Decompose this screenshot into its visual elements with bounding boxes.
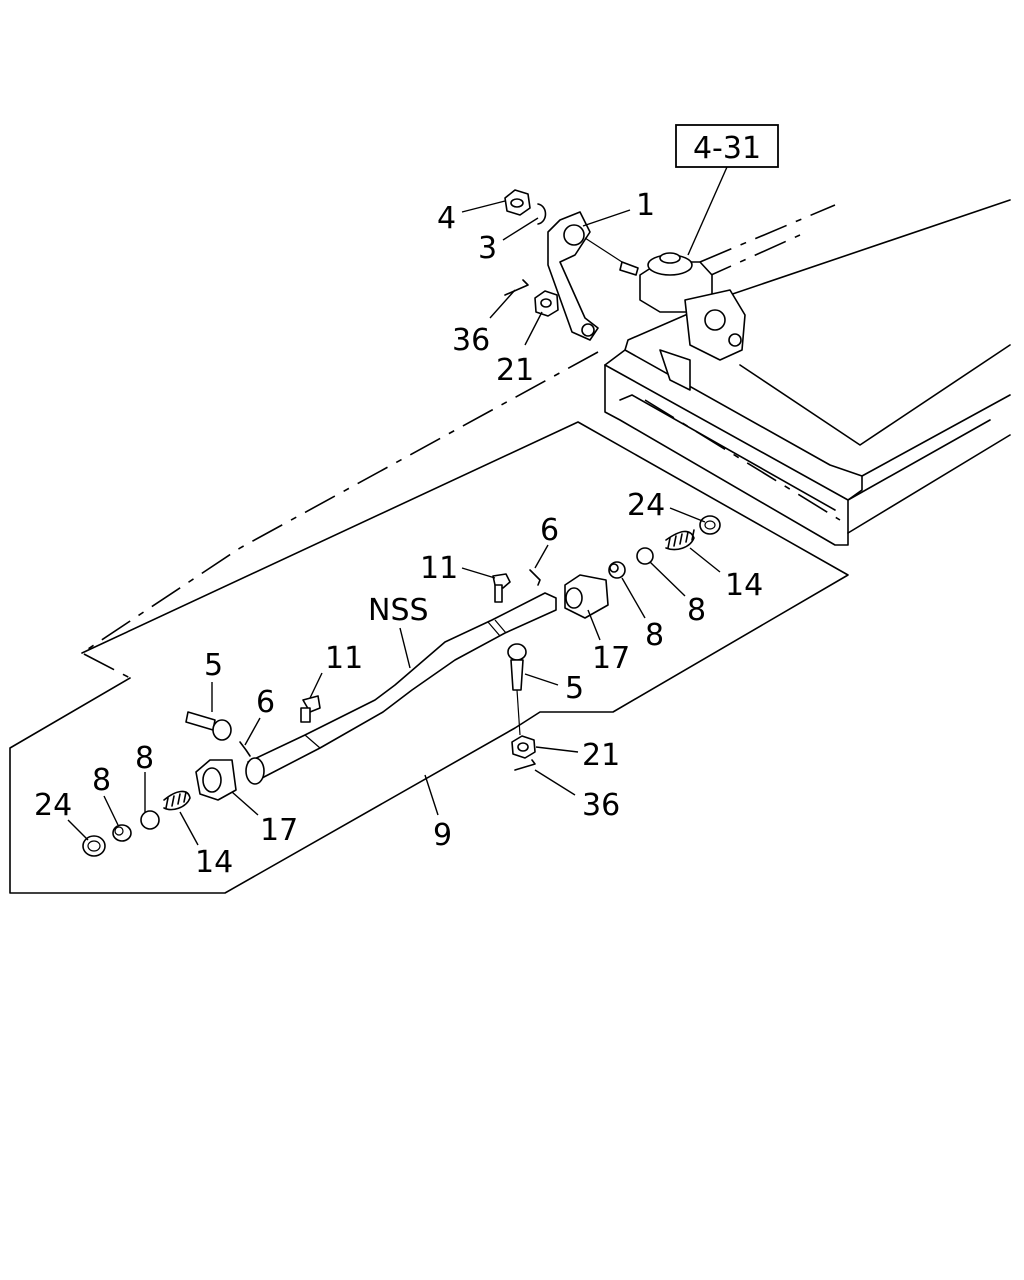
upper-callouts: 1 4 3 36 21 [437,188,655,388]
callout-4: 4 [437,201,456,236]
callout-24-right: 24 [627,488,665,523]
callout-36-upper: 36 [452,323,490,358]
grease-nipple-11-left [300,695,321,723]
washer-3 [537,203,547,225]
reference-box: 4-31 [675,124,779,256]
plug-8-right-a [608,561,626,579]
lower-callouts: 5 6 11 8 8 24 17 14 9 [34,641,452,880]
callout-5-left: 5 [204,648,223,683]
frame-rail [604,199,1011,546]
panel-outline [9,351,849,894]
socket-17-right [564,574,609,619]
callout-1: 1 [636,188,655,223]
plug-8-left-b [140,810,160,830]
socket-17-left [195,759,237,801]
plug-8-right-b [636,547,654,565]
callout-8-right-b: 8 [687,593,706,628]
ball-stud-5-left [185,711,232,741]
spring-14-right [665,529,695,551]
pitman-arm [547,211,623,341]
cotter-pin-6-middle [529,569,541,586]
callout-3: 3 [478,231,497,266]
callout-17-right: 17 [592,641,630,676]
callout-5-middle: 5 [565,671,584,706]
callout-21-upper: 21 [496,353,534,388]
callout-6-left: 6 [256,685,275,720]
callout-17-left: 17 [260,813,298,848]
cotter-pin-36-upper [504,279,529,296]
callout-8-right-a: 8 [645,618,664,653]
callout-11-middle: 11 [420,551,458,586]
callout-8-left-a: 8 [92,763,111,798]
ball-stud-5-middle [507,643,527,736]
callout-21-lower: 21 [582,738,620,773]
drag-link-tube [245,592,557,785]
cap-24-right [699,515,721,535]
spring-14-left [163,790,191,811]
callout-6-middle: 6 [540,513,559,548]
cotter-pin-6-left [239,741,251,757]
callout-9: 9 [433,818,452,853]
plug-8-left-a [112,824,132,842]
callout-11-left: 11 [325,641,363,676]
nut-4 [504,189,531,216]
callout-36-lower: 36 [582,788,620,823]
reference-box-label: 4-31 [693,131,761,166]
nut-21-lower [511,735,536,759]
callout-8-left-b: 8 [135,741,154,776]
grease-nipple-11-middle [492,573,511,603]
steering-gear-box [619,252,746,391]
middle-callouts: 24 14 8 8 17 6 11 NSS 5 21 36 [368,488,763,823]
callout-14-right: 14 [725,568,763,603]
callout-14-left: 14 [195,845,233,880]
cap-24-left [82,835,106,857]
callout-nss: NSS [368,593,429,628]
callout-24-left: 24 [34,788,72,823]
nut-21-upper [534,290,559,317]
cotter-pin-36-lower [514,759,536,771]
